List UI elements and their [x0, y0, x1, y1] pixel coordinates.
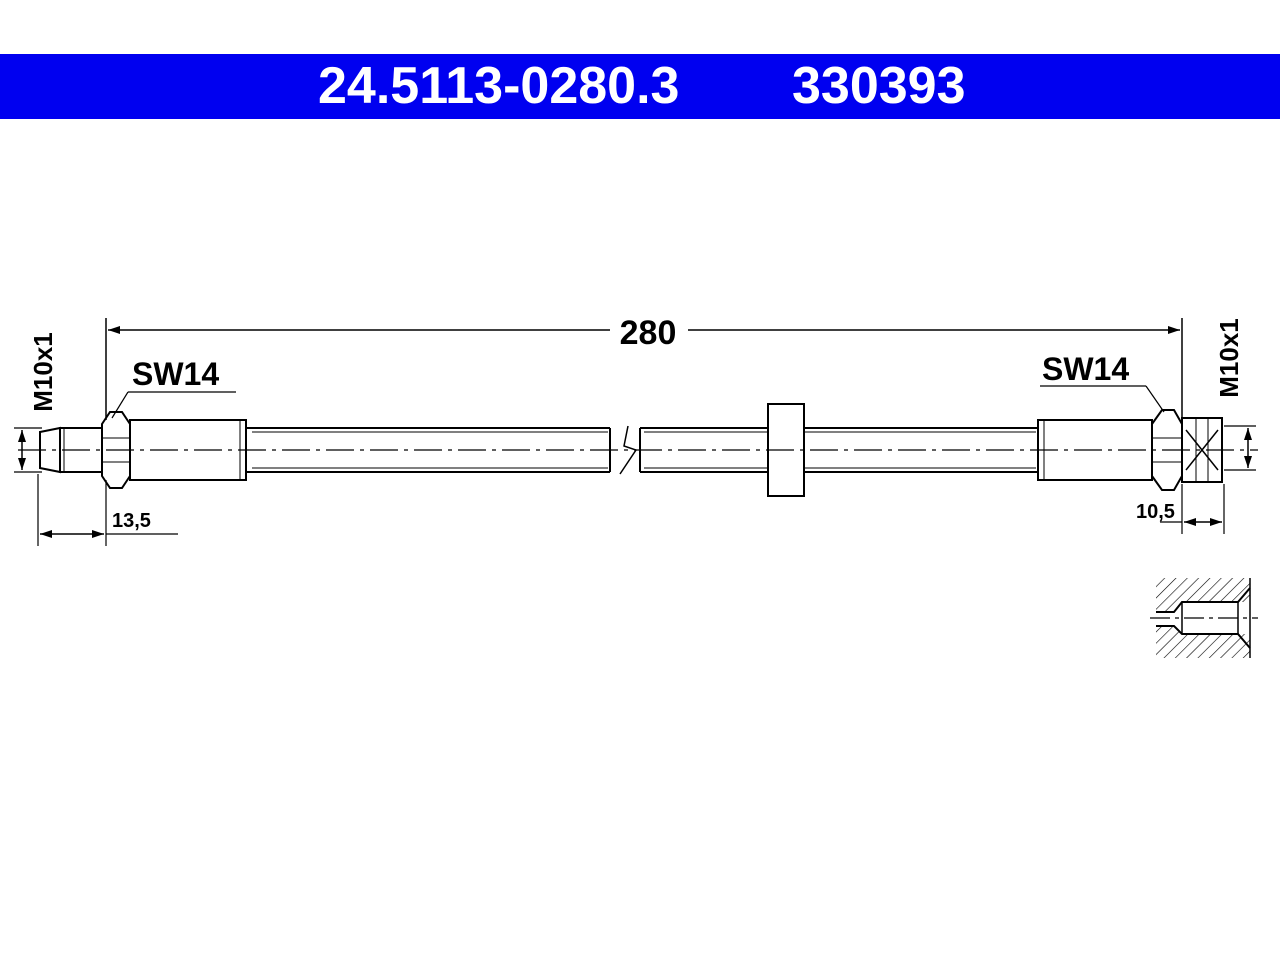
left-thread-label: M10x1	[28, 332, 58, 412]
reference-number: 330393	[792, 57, 966, 115]
right-thread-length-dimension: 10,5	[1136, 484, 1225, 534]
right-wrench-callout: SW14	[1040, 351, 1165, 413]
part-number: 24.5113-0280.3	[318, 57, 680, 115]
left-fitting	[39, 411, 247, 489]
port-section-detail	[1150, 578, 1258, 658]
left-wrench-callout: SW14	[111, 356, 236, 419]
right-thread-dimension: M10x1	[1214, 318, 1256, 471]
left-thread-length-dimension: 13,5	[37, 474, 178, 546]
header-bar: 24.5113-0280.3 330393	[0, 54, 1280, 119]
left-thread-dimension: M10x1	[14, 332, 58, 473]
right-thread-length-label: 10,5	[1136, 501, 1175, 523]
left-wrench-label: SW14	[132, 356, 219, 392]
right-thread-label: M10x1	[1214, 318, 1244, 398]
right-wrench-label: SW14	[1042, 351, 1129, 387]
left-thread-length-label: 13,5	[112, 510, 151, 532]
length-label: 280	[620, 314, 677, 352]
break-symbol	[619, 425, 638, 475]
hose-left	[246, 427, 611, 473]
length-dimension: 280	[105, 314, 1183, 420]
